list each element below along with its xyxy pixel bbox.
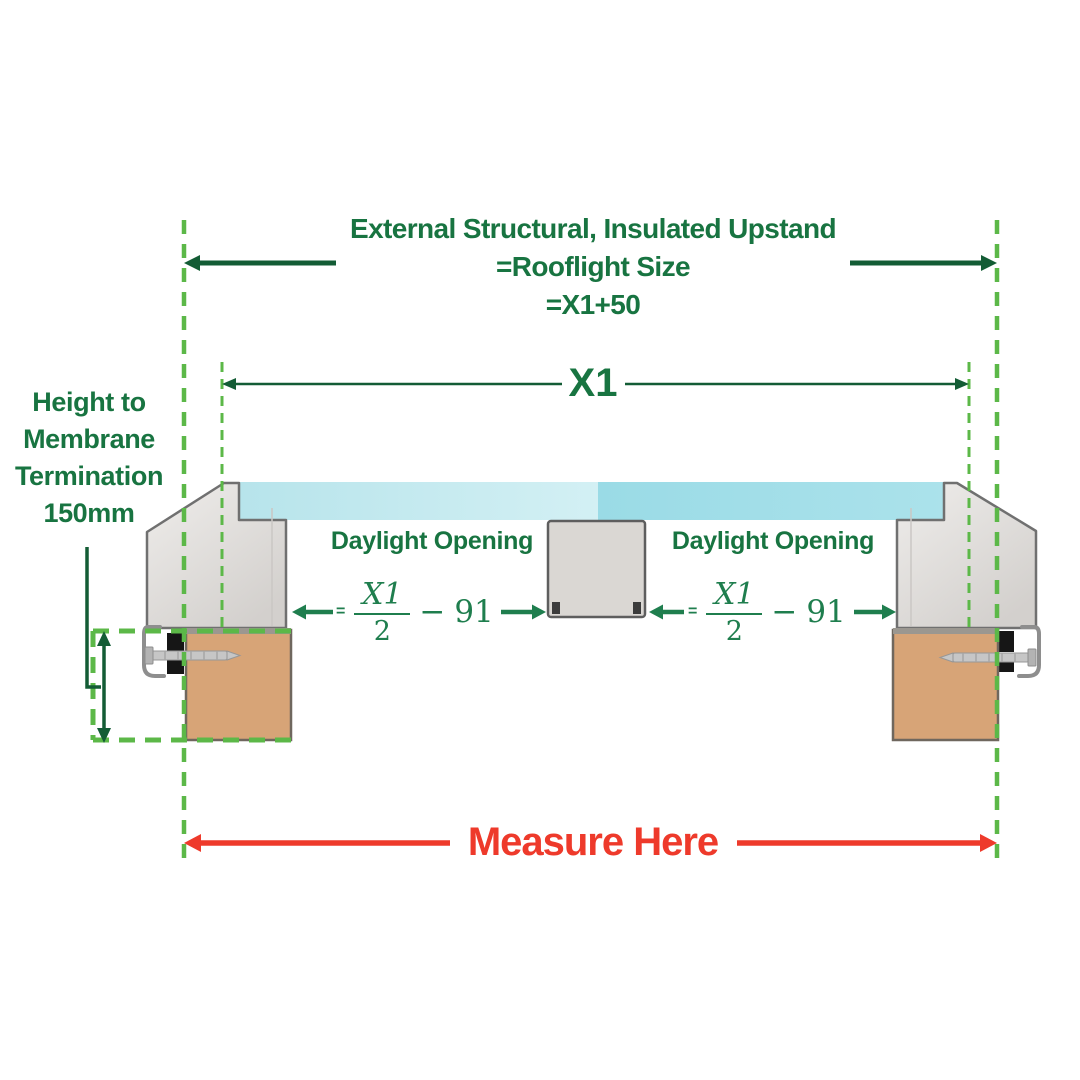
formula-right-equals: = bbox=[688, 603, 698, 620]
left-upstand bbox=[184, 628, 293, 742]
right-fixing-screw bbox=[938, 648, 1037, 667]
x1-dimension-label: X1 bbox=[568, 361, 618, 405]
formula-left-numerator: X1 bbox=[362, 576, 403, 612]
formula-right-subtrahend: 91 bbox=[806, 594, 846, 630]
left-gaskets bbox=[167, 633, 184, 674]
height-150mm-dimension bbox=[85, 547, 111, 743]
formula-right-fraction: X1 2 bbox=[706, 576, 763, 647]
daylight-left-arrows bbox=[292, 604, 546, 620]
formula-right-numerator: X1 bbox=[714, 576, 755, 612]
formula-left-fraction: X1 2 bbox=[354, 576, 411, 647]
daylight-opening-right-label: Daylight Opening bbox=[671, 527, 875, 555]
right-upstand bbox=[891, 628, 1000, 742]
left-cladding-hook bbox=[142, 625, 166, 678]
formula-left-equals: = bbox=[336, 603, 346, 620]
formula-left-denominator: 2 bbox=[373, 615, 391, 647]
daylight-opening-right-formula: = X1 2 − 91 bbox=[688, 573, 846, 651]
daylight-opening-left-label: Daylight Opening bbox=[330, 527, 534, 555]
height-line3: Termination bbox=[14, 461, 164, 491]
glass-panes bbox=[239, 482, 944, 520]
x1-dimension-arrow bbox=[222, 378, 969, 390]
measure-here-arrow bbox=[184, 834, 997, 852]
rooflight-size-arrow-left bbox=[184, 255, 336, 271]
formula-right-denominator: 2 bbox=[725, 615, 743, 647]
height-to-membrane-annotation: Height to Membrane Termination 150mm bbox=[0, 384, 178, 532]
measure-here-label: Measure Here bbox=[467, 820, 719, 864]
rooflight-size-arrow-right bbox=[850, 255, 997, 271]
right-frame-profile bbox=[895, 481, 1038, 630]
left-fixing-screw bbox=[144, 646, 242, 665]
formula-right-operator: − bbox=[771, 594, 798, 630]
upstand-size-line1: External Structural, Insulated Upstand bbox=[350, 213, 837, 244]
height-line4: 150mm bbox=[43, 498, 135, 528]
right-gaskets bbox=[997, 631, 1014, 672]
fraction-bar bbox=[706, 612, 763, 615]
upstand-size-line2: =Rooflight Size bbox=[495, 251, 691, 282]
fraction-bar bbox=[354, 612, 411, 615]
glass-pane-right bbox=[598, 482, 944, 520]
center-mullion bbox=[546, 519, 647, 619]
upstand-size-annotation: External Structural, Insulated Upstand =… bbox=[240, 210, 946, 324]
daylight-right-arrows bbox=[649, 604, 896, 620]
glass-pane-left bbox=[239, 482, 598, 520]
upstand-size-line3: =X1+50 bbox=[545, 289, 641, 320]
right-cladding-hook bbox=[1017, 625, 1041, 678]
formula-left-subtrahend: 91 bbox=[454, 594, 494, 630]
daylight-opening-left-formula: = X1 2 − 91 bbox=[336, 573, 494, 651]
height-line1: Height to bbox=[32, 387, 146, 417]
height-line2: Membrane bbox=[23, 424, 155, 454]
formula-left-operator: − bbox=[419, 594, 446, 630]
